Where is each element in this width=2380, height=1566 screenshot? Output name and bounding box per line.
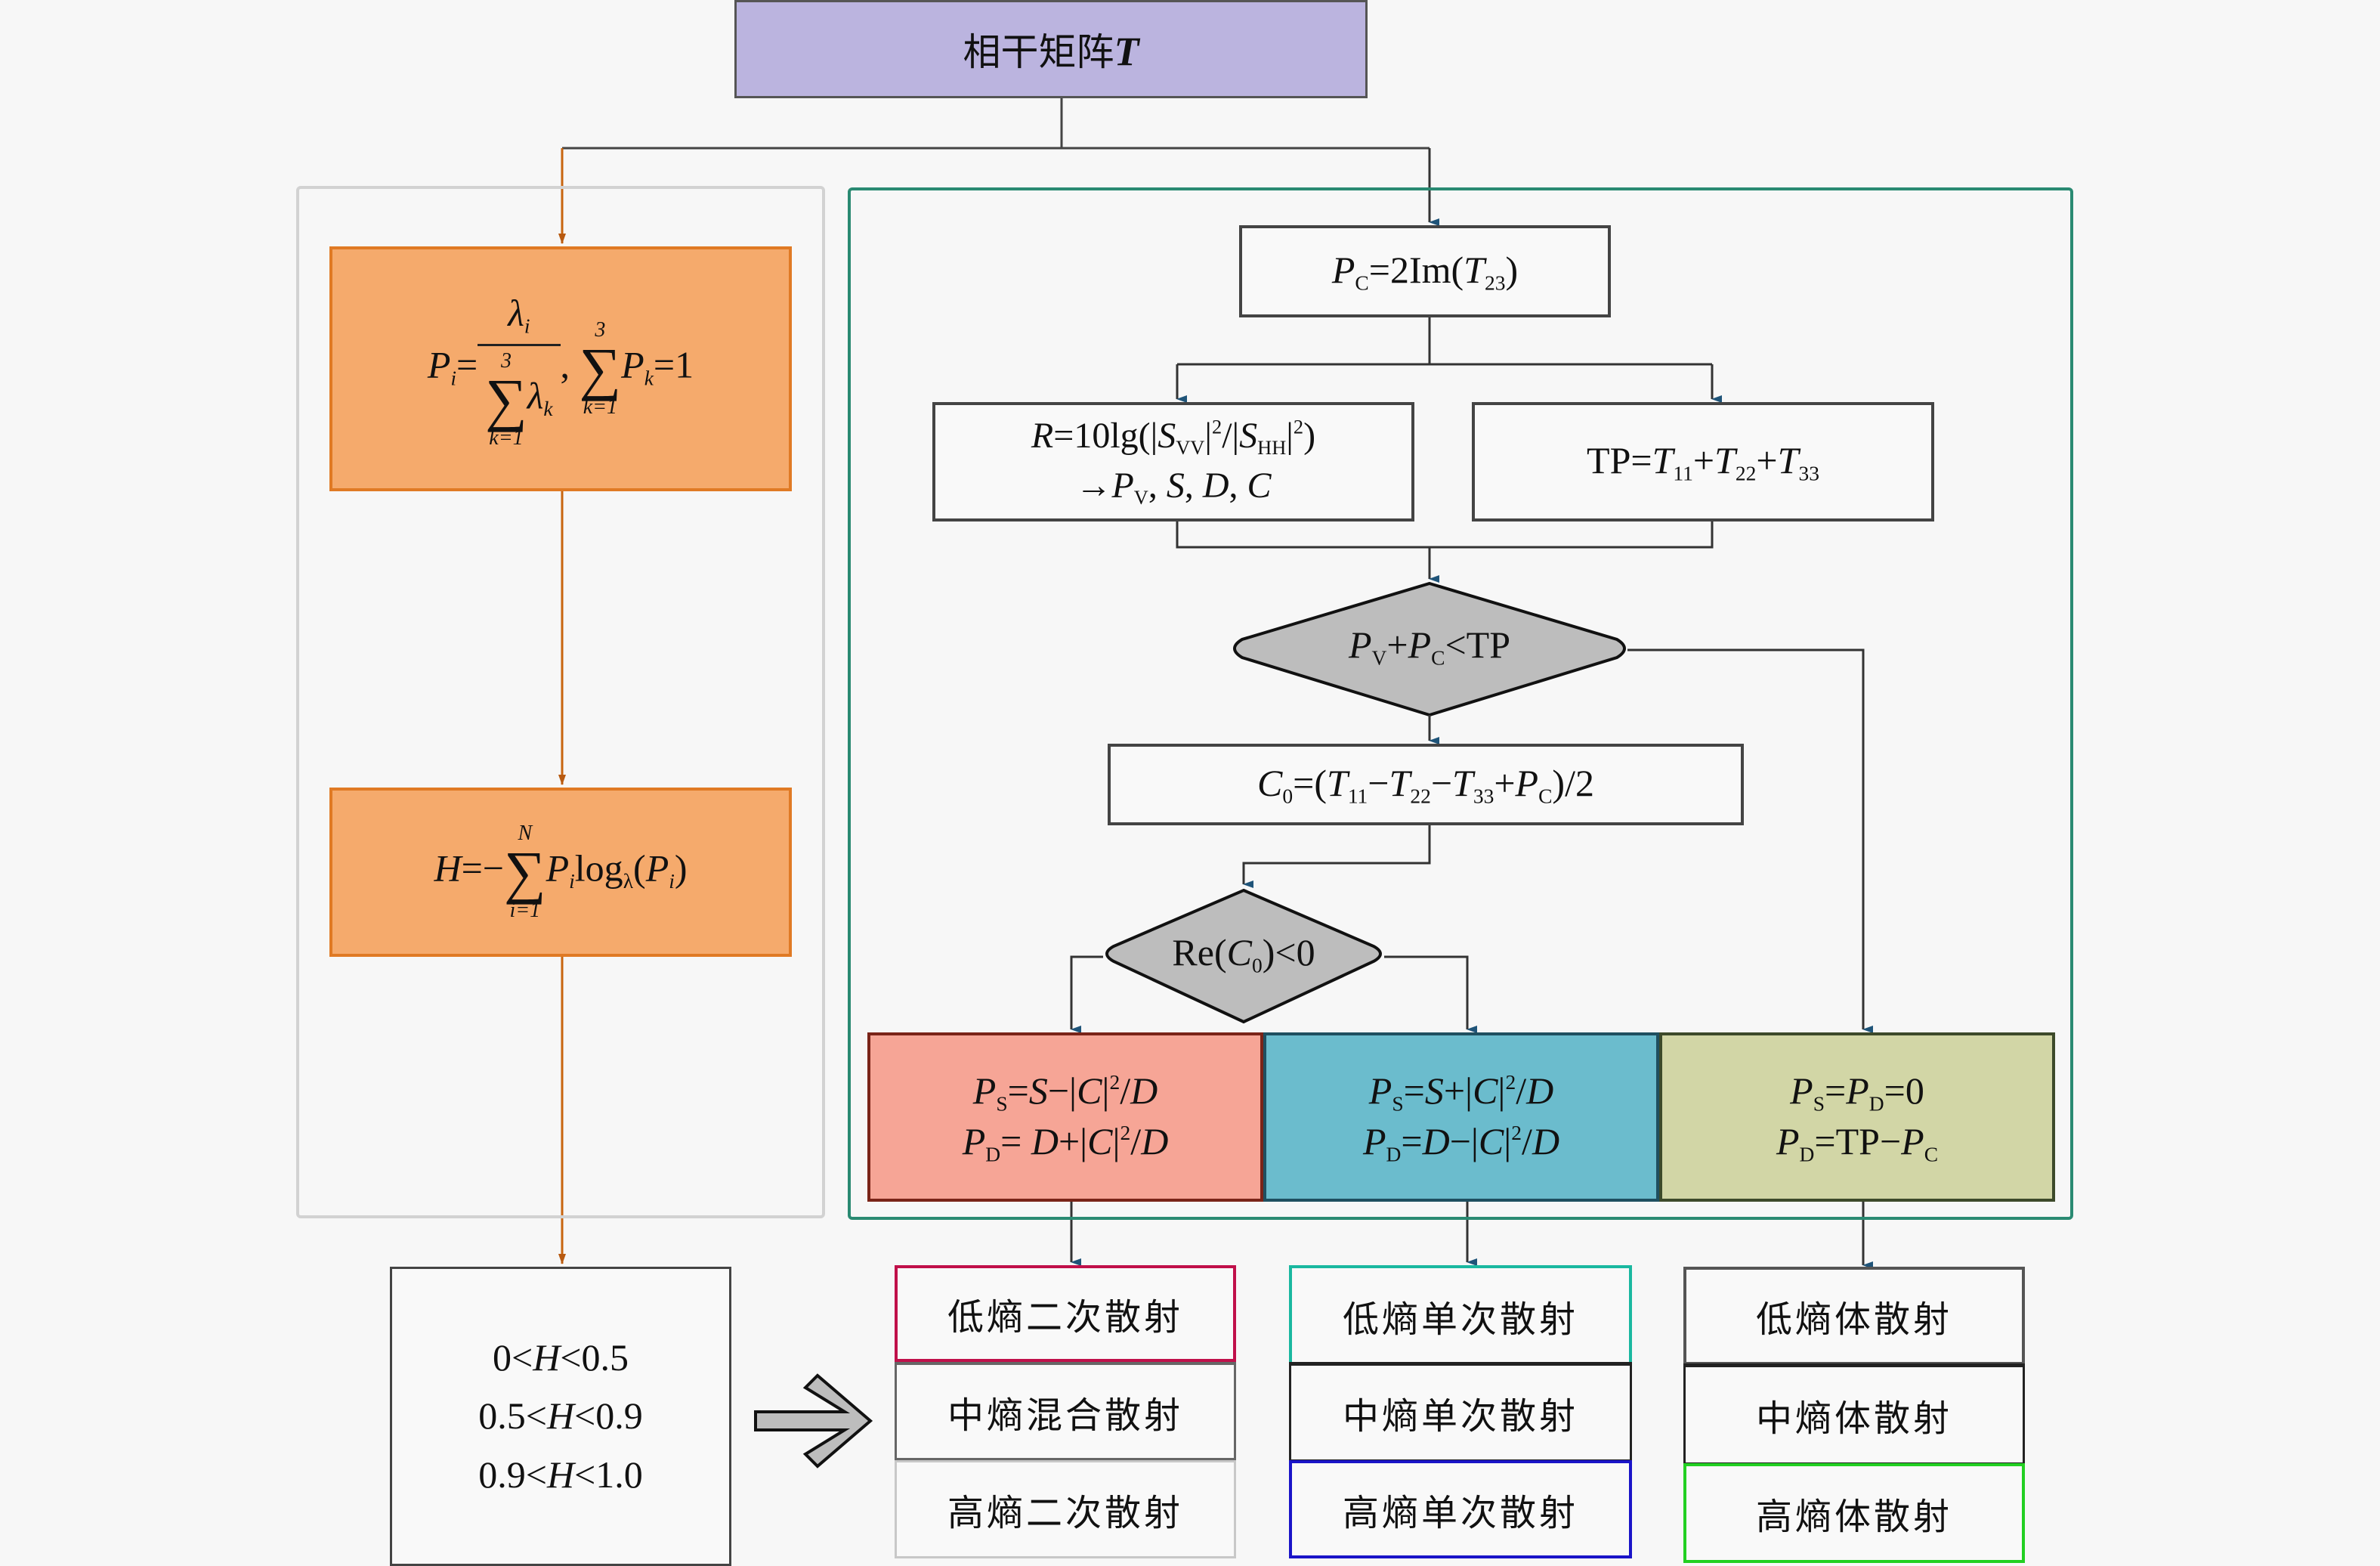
case-surface-dominant[interactable]: PS=S−|C|2/D PD= D+|C|2/D PS=S−|C|²/D	[867, 1032, 1263, 1202]
entropy-ranges-node[interactable]: 0<H<0.5 0.5<H<0.9 0.9<H<1.0	[390, 1267, 731, 1566]
pc-formula: PC=2Im(T23)	[1331, 249, 1519, 295]
big-arrow-icon	[754, 1373, 873, 1469]
connector-d2-left	[1070, 955, 1103, 1033]
class-mid-entropy-volume[interactable]: 中熵体散射	[1683, 1363, 2025, 1465]
ratio-formula-line1: R=10lg(|SVV|2/|SHH|2)	[1031, 415, 1316, 460]
connector-merge	[1176, 520, 1714, 579]
class-stack-single: 低熵单次散射 中熵单次散射 高熵单次散射	[1289, 1265, 1632, 1558]
coherency-matrix-node[interactable]: 相干矩阵T	[734, 0, 1368, 98]
entropy-range-2: 0.9<H<1.0	[478, 1453, 643, 1496]
decision-diamond-2	[1105, 888, 1382, 1024]
c0-formula-node[interactable]: C0=(T11−T22−T33+PC)/2 C0=(T11−T22−T33+PC…	[1108, 744, 1744, 825]
class-high-entropy-double[interactable]: 高熵二次散射	[895, 1460, 1236, 1558]
entropy-range-0: 0<H<0.5	[492, 1335, 629, 1379]
entropy-panel	[296, 186, 825, 1218]
c0-formula: C0=(T11−T22−T33+PC)/2	[1257, 762, 1594, 808]
case-double-dominant[interactable]: PS=S+|C|2/D PD=D−|C|2/D PS=S+|C|²/D	[1263, 1032, 1659, 1202]
class-stack-double: 低熵二次散射 中熵混合散射 高熵二次散射	[895, 1265, 1236, 1558]
case-2-line1: PS=S+|C|2/D	[1368, 1069, 1554, 1116]
class-low-entropy-double[interactable]: 低熵二次散射	[895, 1265, 1236, 1362]
decomposition-panel	[848, 187, 2073, 1220]
case-1-line2: PD= D+|C|2/D	[962, 1120, 1169, 1166]
connector-c0-to-d2	[1242, 824, 1431, 888]
class-low-entropy-single[interactable]: 低熵单次散射	[1289, 1265, 1632, 1363]
decision-2-text: Re(C0)<0	[1172, 931, 1315, 977]
case-3-line1: PS=PD=0	[1790, 1069, 1924, 1116]
total-power-formula: TP=T11+T22+T33	[1587, 439, 1819, 485]
connector-d1-no	[1627, 648, 1873, 1033]
class-stack-volume: 低熵体散射 中熵体散射 高熵体散射	[1683, 1267, 2025, 1563]
class-low-entropy-volume[interactable]: 低熵体散射	[1683, 1267, 2025, 1365]
entropy-range-1: 0.5<H<0.9	[478, 1394, 643, 1438]
title-label: 相干矩阵T	[963, 22, 1139, 76]
case-2-line2: PD=D−|C|2/D	[1362, 1120, 1560, 1166]
total-power-node[interactable]: TP=T11+T22+T33 TP=T11+T22+T33	[1472, 402, 1934, 521]
decision-2-label[interactable]: Re(C0)<0 Re(C0)<0	[1133, 922, 1354, 986]
class-mid-entropy-single[interactable]: 中熵单次散射	[1289, 1362, 1632, 1462]
title-symbol: T	[1114, 29, 1139, 74]
case-3-line2: PD=TP−PC	[1776, 1120, 1939, 1166]
pc-formula-node[interactable]: PC=2Im(T23)	[1239, 225, 1611, 317]
class-mid-entropy-mixed[interactable]: 中熵混合散射	[895, 1362, 1236, 1460]
connector-title-split	[562, 98, 1430, 150]
connector-d2-right	[1384, 955, 1477, 1033]
decision-1-label[interactable]: PV+PC<TP PV+PC<TP	[1284, 612, 1575, 680]
case-1-line1: PS=S−|C|2/D	[972, 1069, 1158, 1116]
ratio-formula-node[interactable]: R=10lg(|SVV|2/|SHH|2) →PV, S, D, C R=10l…	[932, 402, 1414, 521]
decision-1-text: PV+PC<TP	[1348, 624, 1511, 670]
ratio-formula-line2: →PV, S, D, C	[1075, 466, 1272, 509]
title-text: 相干矩阵	[963, 30, 1114, 74]
connector-pc-split	[1177, 316, 1712, 366]
case-volume-only[interactable]: PS=PD=0 PD=TP−PC PS=PD=0	[1659, 1032, 2055, 1202]
class-high-entropy-single[interactable]: 高熵单次散射	[1289, 1460, 1632, 1558]
class-high-entropy-volume[interactable]: 高熵体散射	[1683, 1463, 2025, 1563]
